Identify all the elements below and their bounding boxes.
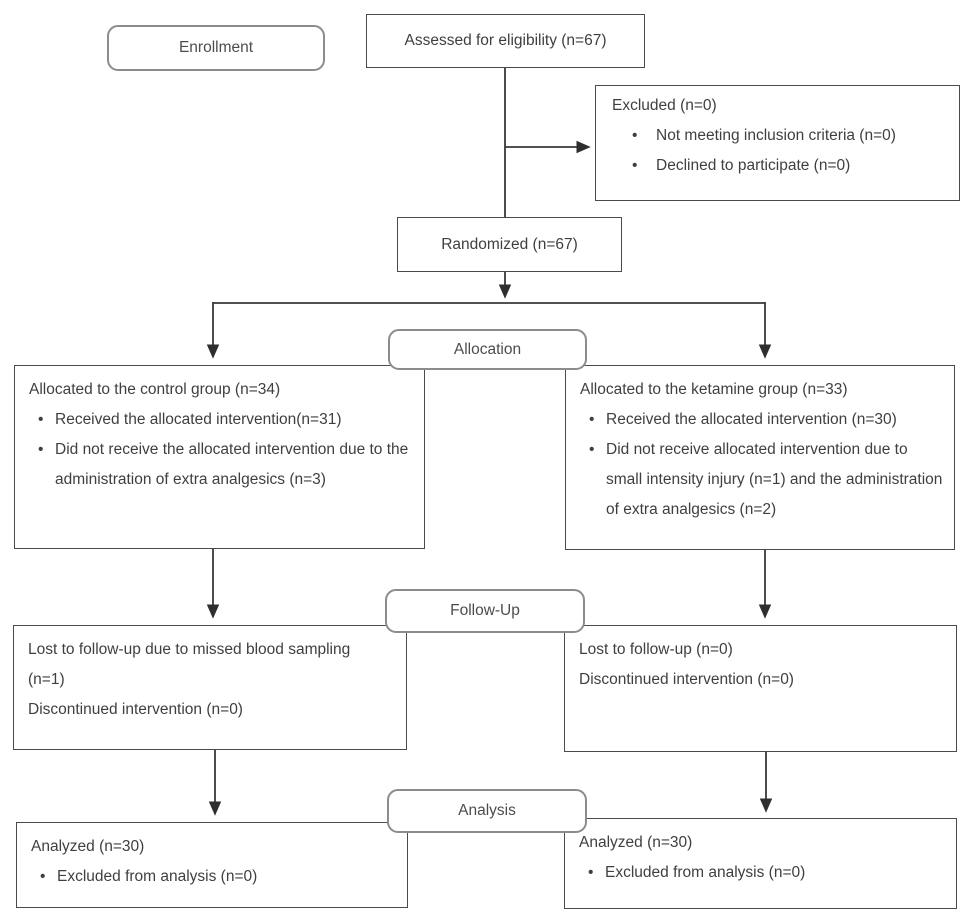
allocation-control-bullet: Did not receive the allocated interventi… (29, 435, 418, 495)
allocation-ketamine-box: Allocated to the ketamine group (n=33) R… (565, 365, 955, 550)
followup-control-line: Lost to follow-up due to missed blood sa… (28, 641, 351, 688)
analysis-ketamine-bullet: Excluded from analysis (n=0) (579, 858, 946, 888)
allocation-control-box: Allocated to the control group (n=34) Re… (14, 365, 425, 549)
followup-control-box: Lost to follow-up due to missed blood sa… (13, 625, 407, 750)
allocation-control-title: Allocated to the control group (n=34) (29, 381, 281, 398)
allocation-ketamine-title: Allocated to the ketamine group (n=33) (580, 381, 848, 398)
allocation-control-bullet: Received the allocated intervention(n=31… (29, 405, 418, 435)
analysis-control-title: Analyzed (n=30) (31, 838, 145, 855)
randomized-text: Randomized (n=67) (441, 235, 578, 253)
assessed-eligibility-text: Assessed for eligibility (n=67) (404, 32, 607, 49)
followup-ketamine-line: Discontinued intervention (n=0) (579, 671, 794, 688)
allocation-ketamine-bullet: Received the allocated intervention (n=3… (580, 405, 948, 435)
followup-control-line: Discontinued intervention (n=0) (28, 701, 243, 718)
stage-label-allocation: Allocation (388, 329, 587, 370)
excluded-bullet: Declined to participate (n=0) (612, 151, 951, 181)
stage-label-analysis: Analysis (387, 789, 587, 833)
analysis-ketamine-title: Analyzed (n=30) (579, 834, 693, 851)
stage-label-followup: Follow-Up (385, 589, 585, 633)
stage-label-enrollment: Enrollment (107, 25, 325, 71)
analysis-control-bullet: Excluded from analysis (n=0) (31, 862, 397, 892)
analysis-control-box: Analyzed (n=30) Excluded from analysis (… (16, 822, 408, 908)
followup-ketamine-box: Lost to follow-up (n=0) Discontinued int… (564, 625, 957, 752)
excluded-bullet: Not meeting inclusion criteria (n=0) (612, 121, 951, 151)
excluded-title: Excluded (n=0) (612, 97, 717, 114)
followup-ketamine-line: Lost to follow-up (n=0) (579, 641, 733, 658)
assessed-eligibility-box: Assessed for eligibility (n=67) (366, 14, 645, 68)
randomized-box: Randomized (n=67) (397, 217, 622, 272)
analysis-ketamine-box: Analyzed (n=30) Excluded from analysis (… (564, 818, 957, 909)
allocation-ketamine-bullet: Did not receive allocated intervention d… (580, 435, 948, 525)
excluded-box: Excluded (n=0) Not meeting inclusion cri… (595, 85, 960, 201)
